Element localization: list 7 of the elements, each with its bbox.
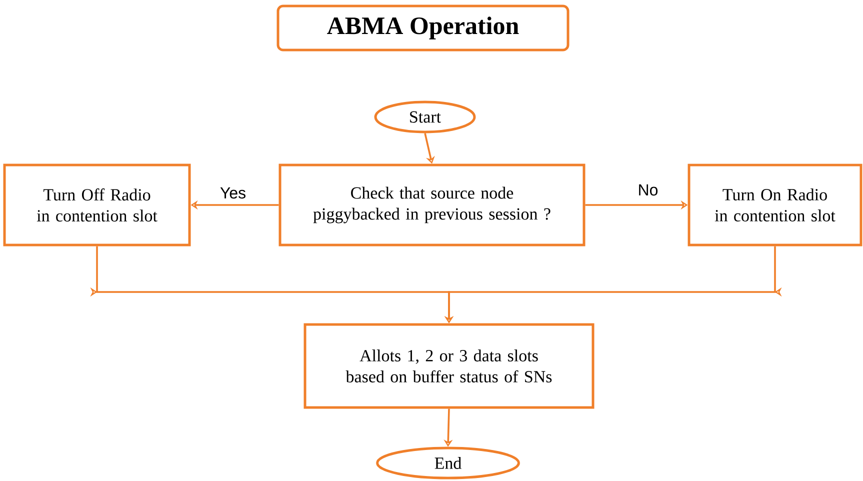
process-box: Turn On Radio in contention slot bbox=[688, 164, 862, 246]
process-box: Allots 1, 2 or 3 data slots based on buffer status of SNs bbox=[304, 323, 594, 409]
process-box: Check that source node piggybacked in previous session ? bbox=[278, 164, 586, 246]
edge-label: Yes bbox=[218, 186, 248, 200]
process-box: Turn Off Radio in contention slot bbox=[3, 164, 191, 246]
title-box: ABMA Operation bbox=[276, 4, 570, 52]
edge-label: No bbox=[636, 183, 660, 197]
